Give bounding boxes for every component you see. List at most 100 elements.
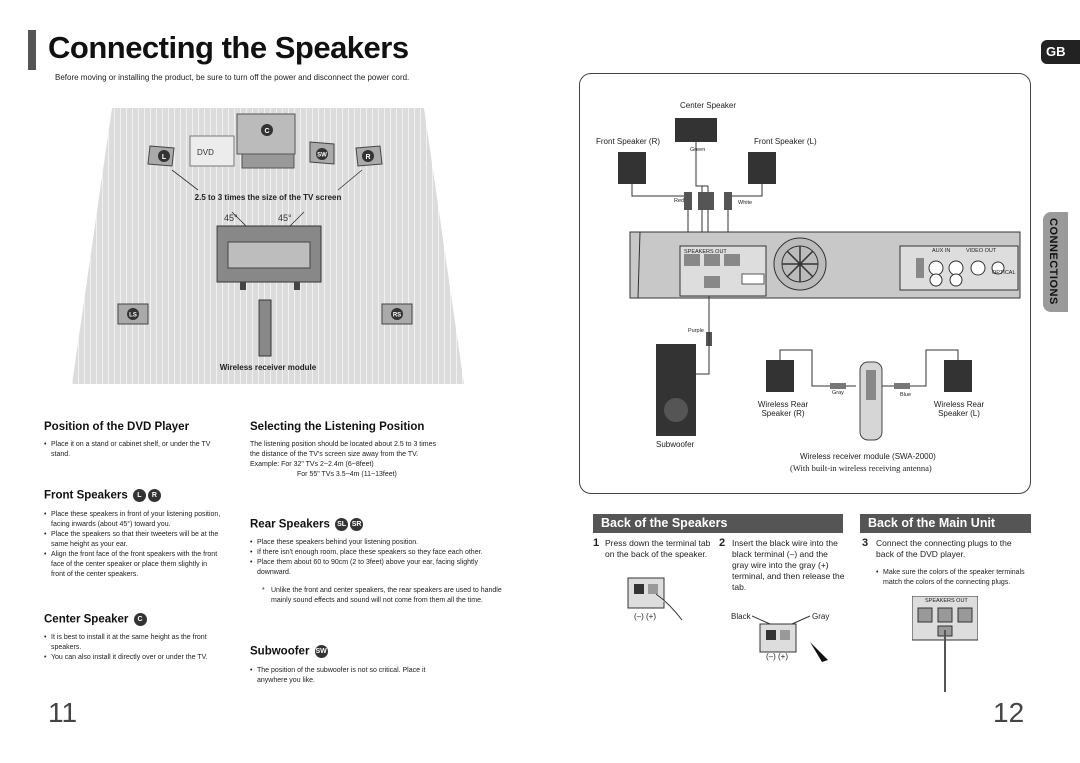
page-title: Connecting the Speakers — [48, 30, 409, 65]
terminal-polarity: (–) (+) — [634, 612, 656, 621]
wireless-rear-right-box — [766, 360, 794, 392]
dvd-player-icon — [189, 135, 235, 167]
receiver-antenna-label: (With built-in wireless receiving antenn… — [790, 463, 932, 473]
center-speaker-label: Center Speaker — [680, 101, 737, 110]
subwoofer-text: The position of the subwoofer is not so … — [250, 666, 430, 686]
list-item: It is best to install it at the same hei… — [44, 633, 226, 653]
center-speaker-text: It is best to install it at the same hei… — [44, 633, 226, 663]
center-speaker-box — [675, 118, 717, 142]
step-number: 2 — [719, 537, 726, 549]
wire-white-label: White — [738, 200, 753, 206]
step-3: 3 Connect the connecting plugs to the ba… — [862, 538, 1022, 560]
terminal-polarity-2: (–) (+) — [766, 652, 788, 661]
black-wire-label: Black — [731, 612, 751, 621]
wire-red-label: Red — [674, 198, 685, 204]
front-speakers-title: Front Speakers — [44, 489, 128, 502]
room-placement-diagram: DVD C L SW R 2.5 to 3 times the size of … — [72, 108, 464, 384]
badge-r: R — [365, 154, 370, 161]
subwoofer-label: Subwoofer — [656, 440, 695, 449]
wire-purple-label: Purple — [688, 328, 704, 334]
angle-left: 45° — [224, 213, 238, 223]
listening-paragraph-2: For 55" TVs 3.5~4m (11~13feet) — [297, 471, 397, 478]
terminal-insert-illustration — [752, 615, 828, 662]
step-text: Insert the black wire into the black ter… — [732, 538, 845, 592]
list-item: Place the speakers so that their tweeter… — [44, 530, 222, 550]
wire-green-label: Green — [690, 147, 706, 153]
listening-heading: Selecting the Listening Position — [250, 421, 425, 433]
panel-video-out: VIDEO OUT — [966, 248, 997, 254]
gray-wire-label: Gray — [812, 612, 830, 621]
dvd-position-text: Place it on a stand or cabinet shelf, or… — [44, 440, 214, 460]
center-speaker-heading: Center Speaker C — [44, 613, 147, 626]
dvd-position-heading: Position of the DVD Player — [44, 421, 190, 433]
title-accent-bar — [28, 30, 36, 70]
angle-right: 45° — [278, 213, 292, 223]
badge-c: C — [264, 128, 269, 135]
center-speaker-title: Center Speaker — [44, 613, 129, 626]
rear-speakers-title: Rear Speakers — [250, 518, 330, 531]
list-item: If there isn't enough room, place these … — [250, 548, 505, 558]
rear-note: * Unlike the front and center speakers, … — [262, 586, 502, 606]
section-tab-label: CONNECTIONS — [1047, 218, 1059, 305]
listening-paragraph: The listening position should be located… — [250, 441, 437, 468]
badge-sw: SW — [314, 645, 328, 658]
language-tab: GB — [1041, 40, 1080, 64]
panel-aux-in: AUX IN — [932, 248, 951, 254]
distance-label: 2.5 to 3 times the size of the TV screen — [195, 193, 342, 202]
terminal-press-illustration — [627, 577, 683, 621]
step-text: Press down the terminal tab on the back … — [605, 538, 711, 559]
list-item: Make sure the colors of the speaker term… — [876, 568, 1036, 588]
wire-blue-label: Blue — [900, 392, 912, 398]
section-tab: CONNECTIONS — [1043, 212, 1068, 312]
page-number-left: 11 — [48, 697, 78, 728]
front-speakers-text: Place these speakers in front of your li… — [44, 510, 222, 580]
list-item: The position of the subwoofer is not so … — [250, 666, 430, 686]
badge-l: L — [162, 154, 167, 161]
wireless-rear-left-label: Wireless Rear Speaker (L) — [933, 400, 985, 418]
wireless-module-box — [859, 361, 883, 441]
power-warning: Before moving or installing the product,… — [55, 73, 410, 82]
list-item: Place it on a stand or cabinet shelf, or… — [44, 440, 214, 460]
subwoofer-box — [656, 344, 696, 436]
main-unit-terminal-illustration — [912, 596, 978, 692]
center-speaker-icon — [236, 113, 296, 169]
subwoofer-heading: Subwoofer SW — [250, 645, 328, 658]
badge-sr: SR — [350, 518, 364, 531]
badge-l: L — [132, 489, 146, 502]
sofa-icon — [216, 225, 322, 290]
badge-rs: RS — [393, 313, 401, 319]
back-unit-heading: Back of the Main Unit — [860, 514, 1031, 533]
list-item: Place these speakers behind your listeni… — [250, 538, 505, 548]
note-mark: * — [262, 587, 265, 594]
back-speakers-heading: Back of the Speakers — [593, 514, 843, 533]
badge-ls: LS — [129, 313, 137, 319]
page-number-right: 12 — [993, 697, 1025, 728]
badge-sw: SW — [317, 153, 327, 159]
back-unit-panel-label: SPEAKERS OUT — [925, 598, 968, 604]
front-left-speaker-box — [748, 152, 776, 184]
wireless-rear-left-box — [944, 360, 972, 392]
subwoofer-title: Subwoofer — [250, 645, 310, 658]
connection-diagram-drawing — [618, 118, 1021, 441]
list-item: Align the front face of the front speake… — [44, 550, 222, 580]
dvd-label: DVD — [197, 148, 214, 157]
panel-optical: OPTICAL — [992, 270, 1016, 276]
back-unit-note: Make sure the colors of the speaker term… — [876, 568, 1036, 588]
step-number: 3 — [862, 537, 869, 549]
panel-speakers-out: SPEAKERS OUT — [684, 249, 727, 255]
list-item: You can also install it directly over or… — [44, 653, 226, 663]
badge-sl: SL — [335, 518, 349, 531]
listening-text: The listening position should be located… — [250, 440, 440, 480]
step-1: 1 Press down the terminal tab on the bac… — [593, 538, 711, 560]
wire-gray-label: Gray — [832, 390, 844, 396]
list-item: Place these speakers in front of your li… — [44, 510, 222, 530]
badge-r: R — [147, 489, 161, 502]
front-right-label: Front Speaker (R) — [596, 137, 661, 146]
front-left-label: Front Speaker (L) — [754, 137, 817, 146]
list-item: Place them about 60 to 90cm (2 to 3feet)… — [250, 558, 505, 578]
rear-note-text: Unlike the front and center speakers, th… — [271, 587, 502, 604]
wireless-module-label: Wireless receiver module — [220, 363, 317, 372]
step-number: 1 — [593, 537, 600, 549]
